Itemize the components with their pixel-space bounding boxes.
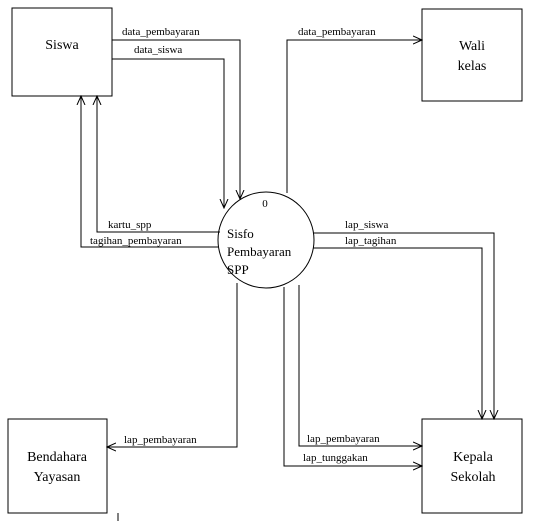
flow-lap-tunggakan-label: lap_tunggakan (303, 452, 368, 464)
entity-kepala-sekolah-label-line-1: Kepala (453, 450, 493, 465)
entity-kepala-sekolah: Kepala Sekolah (421, 418, 523, 514)
entity-kepala-sekolah-label-line-2: Sekolah (450, 470, 495, 485)
flow-lap-tunggakan: lap_tunggakan (283, 287, 422, 466)
flow-lap-pembayaran-kepala-label: lap_pembayaran (307, 433, 380, 445)
flow-wali-data-pembayaran-label: data_pembayaran (298, 26, 376, 38)
process-label-line-2: Pembayaran (227, 244, 292, 259)
flow-lap-pembayaran-kepala: lap_pembayaran (298, 285, 422, 446)
flow-siswa-data-siswa: data_siswa (112, 44, 224, 208)
entity-wali-kelas-box (421, 8, 523, 102)
flow-siswa-data-pembayaran: data_pembayaran (112, 26, 240, 199)
entity-bendahara-yayasan-label-line-1: Bendahara (27, 450, 88, 465)
entity-wali-kelas-label-line-2: kelas (458, 59, 487, 74)
flow-lap-tagihan-label: lap_tagihan (345, 235, 397, 247)
flow-siswa-data-siswa-label: data_siswa (134, 44, 182, 56)
flow-siswa-data-pembayaran-line (112, 39, 240, 199)
flow-lap-siswa-label: lap_siswa (345, 219, 389, 231)
flow-wali-data-pembayaran: data_pembayaran (286, 26, 422, 193)
flow-lap-pembayaran-bendahara-line (107, 283, 238, 447)
entity-siswa-box (11, 7, 113, 97)
flow-kartu-spp: kartu_spp (97, 96, 220, 233)
process-sisfo-pembayaran-spp: 0 Sisfo Pembayaran SPP (217, 191, 315, 289)
flow-siswa-data-siswa-line (112, 58, 224, 208)
flow-lap-siswa-line (313, 232, 494, 419)
flow-tagihan-pembayaran: tagihan_pembayaran (81, 96, 218, 248)
entity-wali-kelas: Wali kelas (421, 8, 523, 102)
process-label-line-3: SPP (227, 262, 249, 277)
entity-bendahara-yayasan-label-line-2: Yayasan (34, 470, 81, 485)
flow-tagihan-pembayaran-label: tagihan_pembayaran (90, 235, 182, 247)
entity-siswa-label: Siswa (45, 38, 79, 53)
entity-wali-kelas-label-line-1: Wali (459, 39, 485, 54)
flow-lap-siswa: lap_siswa (313, 219, 494, 419)
flow-kartu-spp-line (97, 96, 220, 233)
entity-bendahara-yayasan: Bendahara Yayasan (7, 418, 108, 514)
entity-kepala-sekolah-box (421, 418, 523, 514)
flow-lap-pembayaran-bendahara-label: lap_pembayaran (124, 434, 197, 446)
entity-bendahara-yayasan-box (7, 418, 108, 514)
flow-lap-pembayaran-kepala-line (298, 285, 422, 446)
flow-tagihan-pembayaran-line (81, 96, 218, 248)
flow-lap-tagihan: lap_tagihan (313, 235, 482, 419)
process-circle (217, 191, 315, 289)
process-number: 0 (262, 198, 268, 210)
flow-lap-tunggakan-line (283, 287, 422, 466)
entity-siswa: Siswa (11, 7, 113, 97)
process-label-line-1: Sisfo (227, 226, 254, 241)
flow-kartu-spp-label: kartu_spp (108, 219, 152, 231)
flow-lap-pembayaran-bendahara: lap_pembayaran (107, 283, 238, 447)
flow-siswa-data-pembayaran-label: data_pembayaran (122, 26, 200, 38)
flow-wali-data-pembayaran-line (286, 40, 422, 193)
flow-lap-tagihan-line (313, 247, 482, 419)
